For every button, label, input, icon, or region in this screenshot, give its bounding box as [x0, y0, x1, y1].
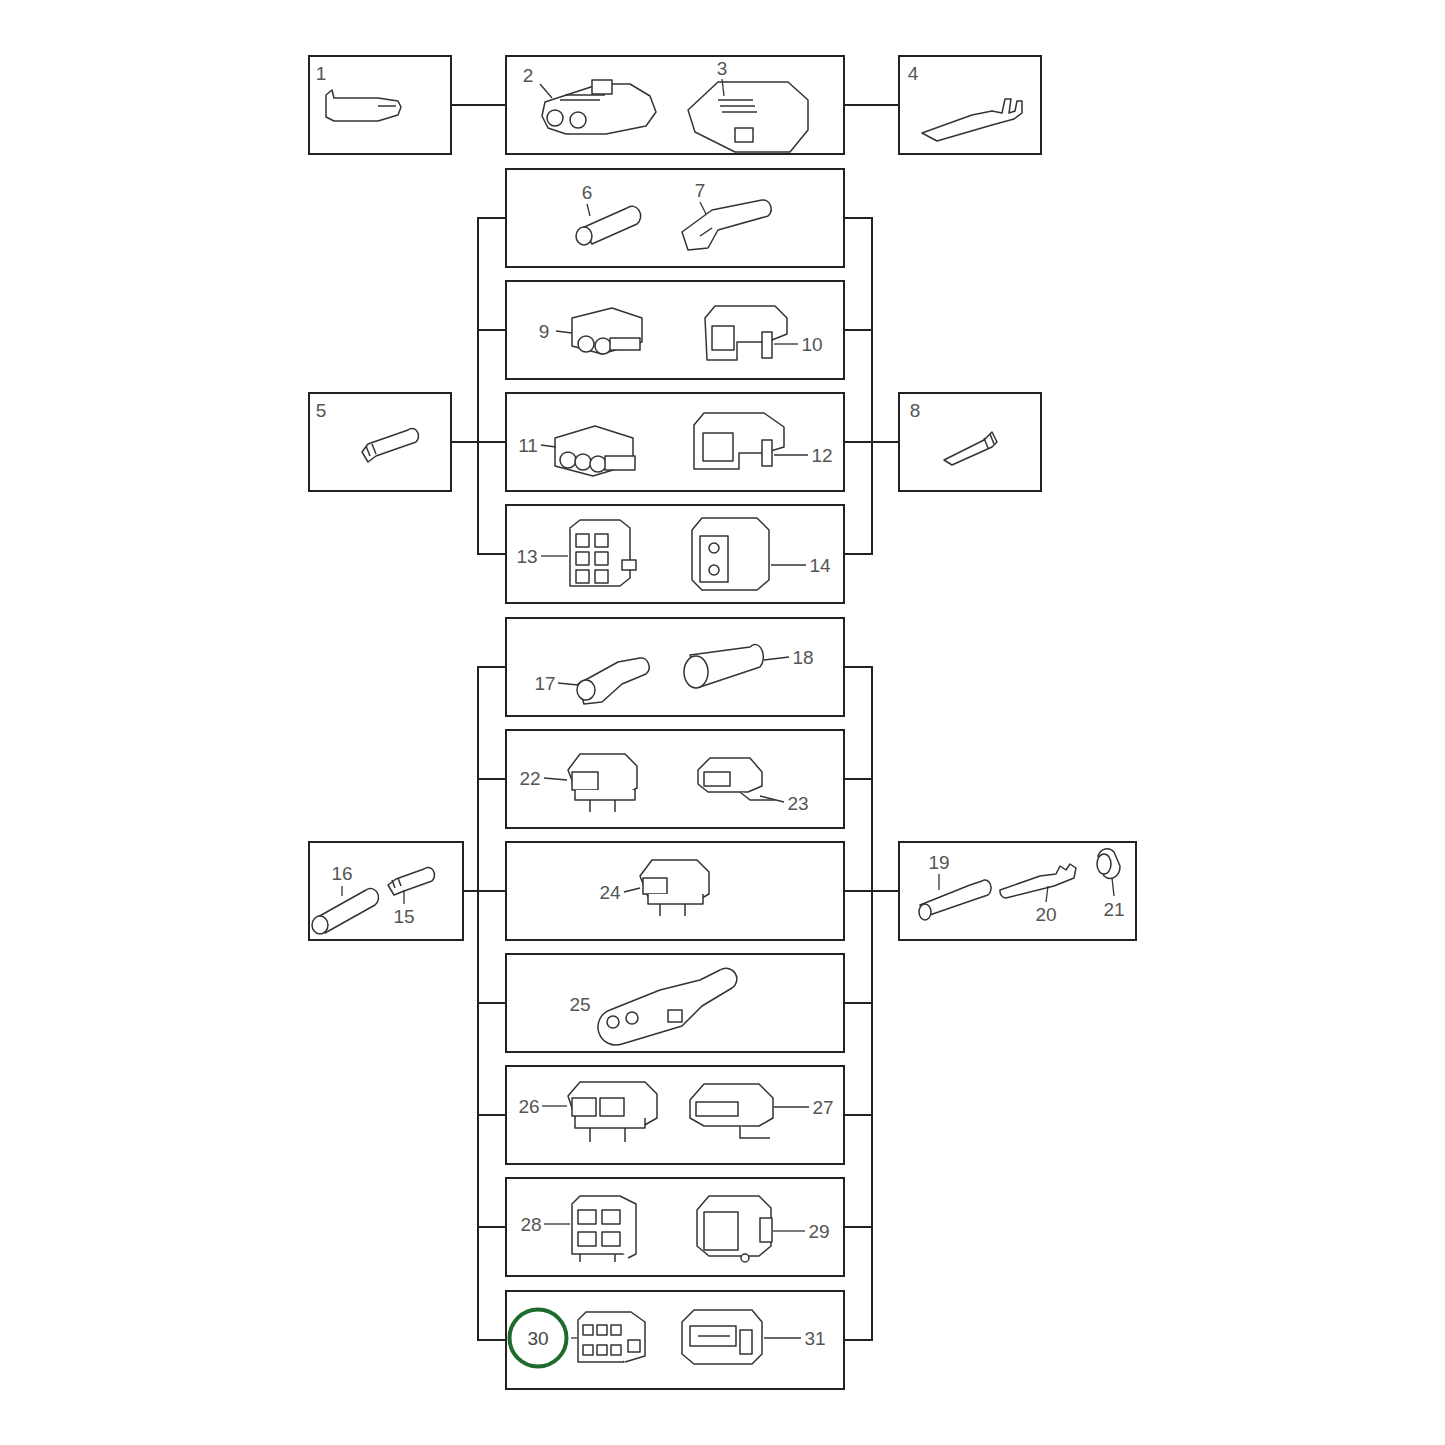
- connector-line: [845, 104, 898, 106]
- callout-number: 25: [568, 994, 591, 1015]
- callout-number: 26: [517, 1096, 540, 1117]
- callout-number: 31: [803, 1328, 826, 1349]
- callout-number: 10: [800, 334, 823, 355]
- callout-number: 20: [1034, 904, 1057, 925]
- connector-line: [464, 891, 505, 1003]
- parts-box: 24: [505, 841, 845, 941]
- parts-box: 28 29: [505, 1177, 845, 1277]
- connector-line: [845, 218, 898, 442]
- parts-box: 19 20 21: [898, 841, 1137, 941]
- parts-box: 25: [505, 953, 845, 1053]
- connector-line: [452, 218, 505, 442]
- parts-box: 22 23: [505, 729, 845, 829]
- callout-number: 14: [808, 555, 831, 576]
- connector-line: [845, 667, 898, 891]
- callout-number: 11: [517, 435, 539, 456]
- callout-number: 13: [515, 546, 538, 567]
- callout-number: 17: [533, 673, 556, 694]
- connector-line: [452, 442, 505, 554]
- parts-box: 31 30: [505, 1290, 845, 1390]
- connector-line: [845, 779, 898, 891]
- callout-number: 8: [909, 400, 922, 421]
- parts-box: 1: [308, 55, 452, 155]
- callout-number: 24: [598, 882, 621, 903]
- callout-number: 22: [518, 768, 541, 789]
- connector-line: [464, 779, 505, 891]
- connector-line: [845, 442, 898, 554]
- parts-box: 1718: [505, 617, 845, 717]
- callout-number: 6: [581, 182, 594, 203]
- callout-number: 9: [538, 321, 551, 342]
- callout-number: 1: [315, 63, 328, 84]
- callout-number: 27: [811, 1097, 834, 1118]
- callout-number: 7: [694, 180, 707, 201]
- callout-number: 5: [315, 400, 328, 421]
- callout-number: 4: [907, 63, 920, 84]
- callout-number: 30: [526, 1328, 549, 1349]
- callout-number: 19: [927, 852, 950, 873]
- callout-number: 3: [716, 58, 729, 79]
- callout-number: 2: [522, 65, 535, 86]
- parts-box: 11 12: [505, 392, 845, 492]
- callout-number: 12: [810, 445, 833, 466]
- callout-number: 29: [807, 1221, 830, 1242]
- callout-number: 23: [786, 793, 809, 814]
- parts-box: 67: [505, 168, 845, 268]
- connector-line: [452, 104, 505, 106]
- highlight-circle: 30: [507, 1307, 569, 1369]
- parts-box: 8: [898, 392, 1042, 492]
- parts-box: 4: [898, 55, 1042, 155]
- callout-number: 18: [791, 647, 814, 668]
- connector-line: [845, 330, 898, 442]
- parts-box: 26 27: [505, 1065, 845, 1165]
- connector-line: [845, 891, 898, 1340]
- connector-line: [464, 667, 505, 891]
- parts-box: 5: [308, 392, 452, 492]
- connector-line: [464, 891, 505, 1340]
- callout-number: 21: [1102, 899, 1125, 920]
- connector-line: [452, 330, 505, 442]
- connector-line: [464, 891, 505, 1227]
- parts-box: 23: [505, 55, 845, 155]
- callout-number: 16: [330, 863, 353, 884]
- callout-number: 28: [519, 1214, 542, 1235]
- parts-box: 1615: [308, 841, 464, 941]
- connector-line: [464, 891, 505, 1115]
- parts-box: 13 14: [505, 504, 845, 604]
- parts-box: 9 10: [505, 280, 845, 380]
- callout-number: 15: [392, 906, 415, 927]
